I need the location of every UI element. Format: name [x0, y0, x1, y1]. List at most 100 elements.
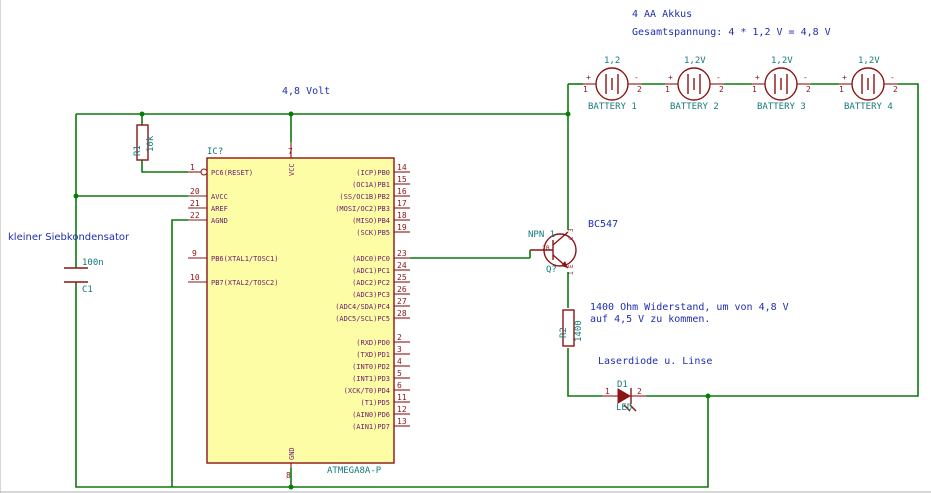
ic-right-pin: 25 (ADC2)PC2: [352, 273, 410, 287]
ic-gnd-label: GND: [288, 447, 296, 460]
battery-plus-label: +: [668, 73, 673, 82]
ic-right-pin: 14(ICP)PB0: [356, 163, 410, 177]
ic-left-pin: 9 PB6(XTAL1/TOSC1): [188, 249, 278, 263]
led-triangle: [617, 388, 631, 404]
pin-name: (INT1)PD3: [352, 375, 390, 383]
pin-number: 10: [190, 273, 200, 282]
led-value: LED: [616, 403, 632, 413]
note-widerstand-2: auf 4,5 V zu kommen.: [590, 314, 710, 325]
ic-body: [206, 157, 395, 464]
pin-number: 27: [397, 297, 407, 306]
battery-pin1-label: 1: [583, 85, 588, 94]
transistor-emitter-arrow: [561, 261, 568, 268]
pin-name: PC6(RESET): [211, 169, 253, 177]
ic-left-pin: 21 AREF: [188, 199, 228, 213]
led-emission-arrow: [623, 404, 631, 412]
battery-value: 1,2V: [684, 56, 706, 66]
ic-right-pin: 24(ADC1)PC1: [352, 261, 410, 275]
junction-dot: [73, 193, 79, 199]
pin-number: 28: [397, 309, 407, 318]
led-d1[interactable]: D1 LED 1 2: [602, 380, 646, 413]
battery-ref: BATTERY 4: [844, 102, 893, 112]
pin-name: (XCK/T0)PD4: [344, 387, 390, 395]
ic-value: ATMEGA8A-P: [327, 466, 382, 476]
led-pin2: 2: [637, 387, 642, 396]
pin-number: 25: [397, 273, 407, 282]
ic-vcc-pin-num: 7: [288, 147, 293, 156]
pin-number: 23: [397, 249, 407, 258]
battery-pin2-label: 2: [806, 85, 811, 94]
ic-left-pin: 22 AGND: [188, 211, 228, 225]
ic-right-pin: 16(SS/OC1B)PB2: [339, 187, 410, 201]
ic-right-pins: 14(ICP)PB015(OC1A)PB116(SS/OC1B)PB217(MO…: [335, 163, 410, 431]
ic-right-pin: 4(INT0)PD2: [352, 357, 410, 371]
led-pin1: 1: [605, 387, 610, 396]
junction-dot: [288, 111, 294, 117]
resistor-body: [562, 309, 575, 347]
battery-plus-label: +: [586, 73, 591, 82]
pin-name: AVCC: [211, 193, 228, 201]
battery-minus-label: -: [716, 73, 721, 82]
pin-name: (OC1A)PB1: [352, 181, 390, 189]
ic-right-pin: 18(MISO)PB4: [352, 211, 410, 225]
capacitor-c1[interactable]: 100n C1: [64, 258, 104, 295]
ic-right-pin: 12 (AIN0)PD6: [352, 405, 410, 419]
ic-right-pin: 26(ADC3)PC3: [352, 285, 410, 299]
pin-name: (AIN0)PD6: [352, 411, 390, 419]
ic-right-pin: 5(INT1)PD3: [352, 369, 410, 383]
transistor-collector-lead: [552, 231, 569, 246]
pin-name: PB7(XTAL2/TOSC2): [211, 279, 278, 287]
pin-number: 22: [190, 211, 200, 220]
resistor-r1[interactable]: R1 10k: [133, 124, 156, 161]
battery-value: 1,2: [604, 56, 620, 66]
battery-2[interactable]: + - 1 2 1,2V BATTERY 2: [665, 56, 724, 112]
resistor-ref: R1: [133, 145, 143, 156]
transistor-q1[interactable]: BC547 NPN 1 Q? 2 B C 3 E 1: [528, 219, 618, 275]
ic-right-pin: 17(MOSI/OC2)PB3: [335, 199, 410, 213]
capacitor-ref: C1: [82, 285, 93, 295]
battery-ref: BATTERY 3: [757, 102, 806, 112]
battery-pin2-label: 2: [637, 85, 642, 94]
capacitor-value: 100n: [82, 258, 104, 268]
pin-name: (ADC0)PC0: [352, 255, 390, 263]
pin-name: (MISO)PB4: [352, 217, 390, 225]
ic-right-pin: 28(ADC5/SCL)PC5: [335, 309, 410, 323]
transistor-value: BC547: [588, 219, 618, 230]
note-widerstand-1: 1400 Ohm Widerstand, um von 4,8 V: [590, 302, 789, 313]
pin-number: 12: [397, 405, 407, 414]
pin-number: 14: [397, 163, 407, 172]
battery-ref: BATTERY 1: [588, 102, 637, 112]
ic-right-pin: 11(T1)PD5: [360, 393, 410, 407]
ic-right-pin: 19(SCK)PB5: [356, 223, 410, 237]
pin-name: AGND: [211, 217, 228, 225]
transistor-pin-c: C: [568, 236, 575, 240]
pin-number: 2: [397, 333, 402, 342]
ic-gnd-pin-num: 8: [286, 471, 291, 480]
pin-name: PB6(XTAL1/TOSC1): [211, 255, 278, 263]
pin-name: (ADC3)PC3: [352, 291, 390, 299]
junction-dot: [288, 484, 294, 490]
pin-number: 3: [397, 345, 402, 354]
ic-atmega[interactable]: IC? ATMEGA8A-P 7 VCC 8 GND 1 PC6(RESET) …: [188, 142, 410, 480]
resistor-r2[interactable]: R2 1400: [559, 309, 584, 347]
transistor-pin-b: B: [546, 245, 550, 252]
battery-4[interactable]: + - 1 2 1,2V BATTERY 4: [839, 56, 898, 112]
battery-1[interactable]: + - 1 2 1,2 BATTERY 1: [583, 56, 642, 112]
transistor-pin-e-num: 1: [568, 271, 575, 275]
transistor-pin-c-num: 3: [568, 228, 575, 232]
junction-dot: [565, 111, 571, 117]
pin-name: (ADC4/SDA)PC4: [335, 303, 390, 311]
transistor-pin-e: E: [568, 264, 575, 268]
transistor-label: NPN 1: [528, 230, 555, 240]
battery-pin2-label: 2: [893, 85, 898, 94]
ic-left-pin: 1 PC6(RESET): [188, 163, 253, 177]
resistor-ref: R2: [559, 327, 569, 338]
battery-minus-label: -: [890, 73, 895, 82]
pin-name: (ADC2)PC2: [352, 279, 390, 287]
battery-3[interactable]: + - 1 2 1,2V BATTERY 3: [752, 56, 811, 112]
battery-pin1-label: 1: [665, 85, 670, 94]
pin-number: 13: [397, 417, 407, 426]
pin-name: (SS/OC1B)PB2: [339, 193, 390, 201]
note-akkus: 4 AA Akkus: [632, 9, 692, 20]
wire-battery-minus-return: [708, 83, 919, 397]
